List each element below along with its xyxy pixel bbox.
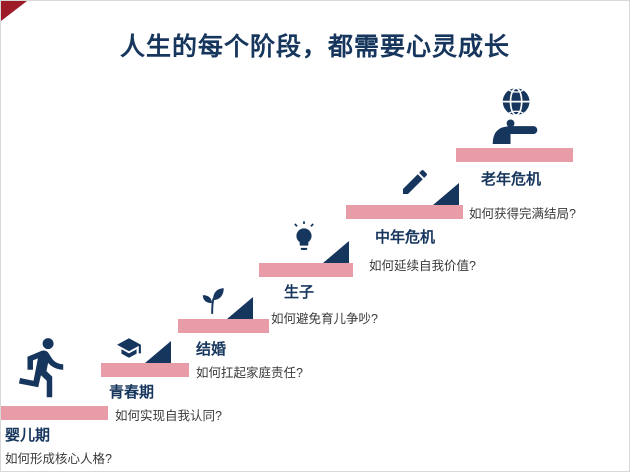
step-question: 如何扛起家庭责任?	[196, 366, 303, 380]
stair-bar	[346, 205, 463, 219]
globe-hand-icon	[488, 86, 542, 144]
step-question: 如何获得完满结局?	[469, 207, 576, 221]
step-question: 如何实现自我认同?	[115, 409, 222, 423]
stair-bar	[259, 263, 353, 277]
step-label: 中年危机	[375, 229, 436, 246]
stair-corner-triangle	[433, 183, 459, 205]
step-question: 如何避免育儿争吵?	[271, 312, 378, 326]
step-label: 生子	[284, 284, 315, 301]
stair-corner-triangle	[227, 297, 253, 319]
step-question: 如何形成核心人格?	[5, 452, 112, 466]
step-label: 婴儿期	[5, 427, 51, 444]
pen-icon	[399, 166, 431, 198]
step-question: 如何延续自我价值?	[369, 259, 476, 273]
step-label: 青春期	[109, 384, 155, 401]
step-label: 老年危机	[481, 171, 542, 188]
step-label: 结婚	[196, 341, 227, 358]
graduation-cap-icon	[115, 335, 143, 361]
runner-icon	[11, 328, 77, 406]
stair-bar	[456, 148, 573, 162]
stair-corner-triangle	[323, 241, 349, 263]
stair-bar	[1, 406, 108, 420]
lightbulb-icon	[291, 219, 317, 255]
stair-corner-triangle	[145, 341, 171, 363]
stair-bar	[101, 363, 189, 377]
page-title: 人生的每个阶段，都需要心灵成长	[119, 33, 510, 61]
stair-bar	[178, 319, 269, 333]
sprout-icon	[200, 285, 226, 315]
corner-decoration-triangle	[1, 1, 27, 21]
